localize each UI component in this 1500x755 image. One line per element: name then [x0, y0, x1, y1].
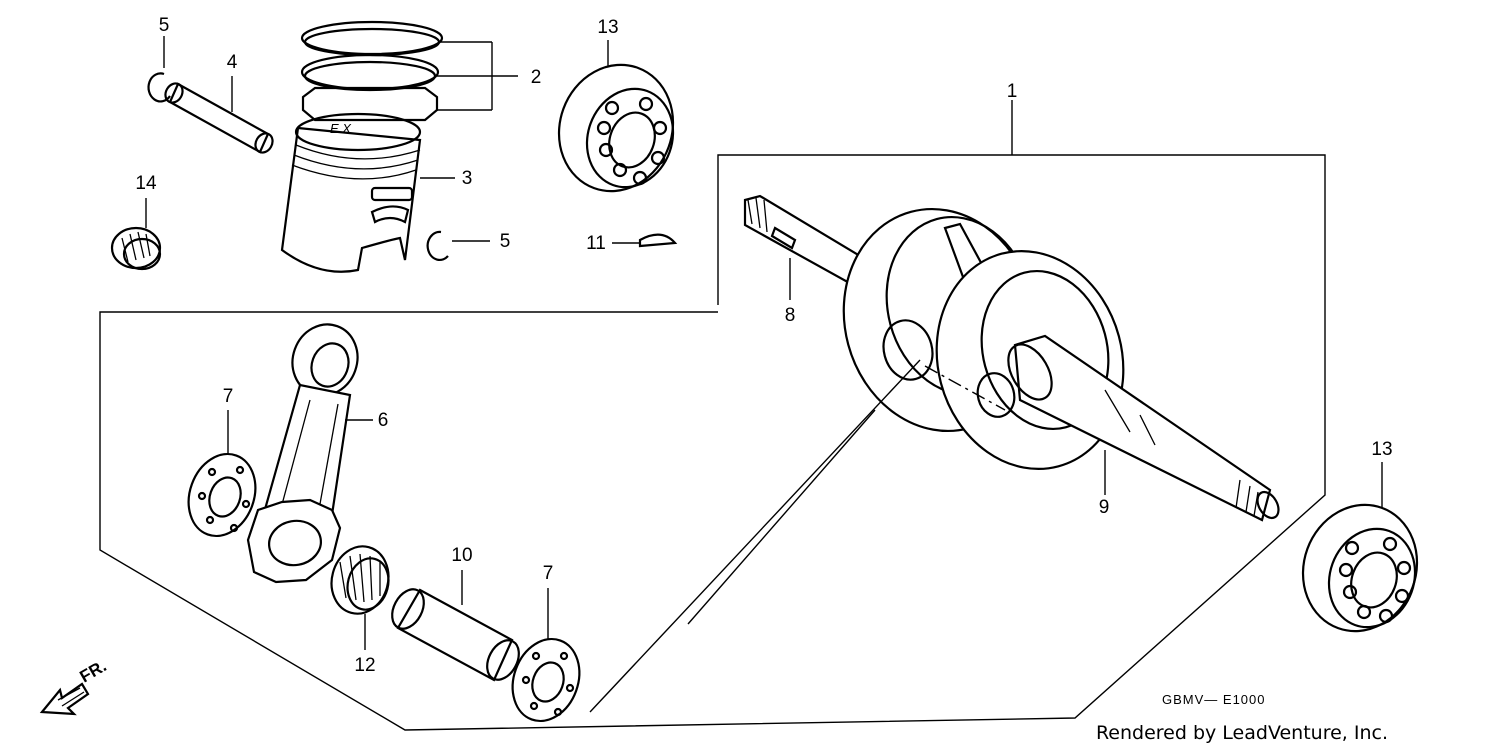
callout-4: 4: [227, 52, 238, 73]
crank-pin: [391, 570, 520, 682]
callout-8: 8: [785, 305, 796, 326]
callout-7a: 7: [223, 386, 234, 407]
callout-14: 14: [135, 173, 157, 194]
piston-pin-clips: [147, 36, 490, 261]
thrust-washer-upper: [187, 410, 257, 538]
callout-3: 3: [462, 168, 473, 189]
front-direction-label: FR.: [77, 656, 110, 686]
svg-text:E X: E X: [330, 121, 352, 136]
callout-6: 6: [378, 410, 389, 431]
callout-2: 2: [531, 67, 542, 88]
ball-bearing-right: [1301, 462, 1419, 633]
callout-9: 9: [1099, 497, 1110, 518]
callout-1: 1: [1007, 81, 1018, 102]
assembly-outline: [99, 100, 1326, 731]
front-direction-arrow: FR.: [39, 656, 110, 716]
callout-12: 12: [354, 655, 375, 676]
ball-bearing-left: [557, 40, 675, 193]
piston-pin: [164, 76, 274, 154]
callout-13a: 13: [597, 17, 618, 38]
crankshaft: [589, 194, 1280, 713]
callout-7b: 7: [543, 563, 554, 584]
connecting-rod: [246, 323, 373, 584]
callout-11: 11: [586, 233, 606, 254]
callout-labels: 1 2 3 4 5 5 6 7 7 8 9 10 11 12 13 13 14: [135, 15, 1392, 676]
diagram-code: GBMV— E1000: [1162, 692, 1266, 707]
needle-bearing-small-end: [110, 198, 162, 271]
piston-rings: [300, 20, 518, 122]
callout-13b: 13: [1371, 439, 1392, 460]
callout-5a: 5: [159, 15, 170, 36]
callout-10: 10: [451, 545, 472, 566]
woodruff-key: [612, 233, 678, 248]
credit-text: Rendered by LeadVenture, Inc.: [1095, 722, 1388, 744]
callout-5b: 5: [500, 231, 511, 252]
needle-bearing-big-end: [330, 545, 390, 650]
thrust-washer-lower: [511, 588, 581, 723]
piston: E X: [280, 112, 455, 273]
